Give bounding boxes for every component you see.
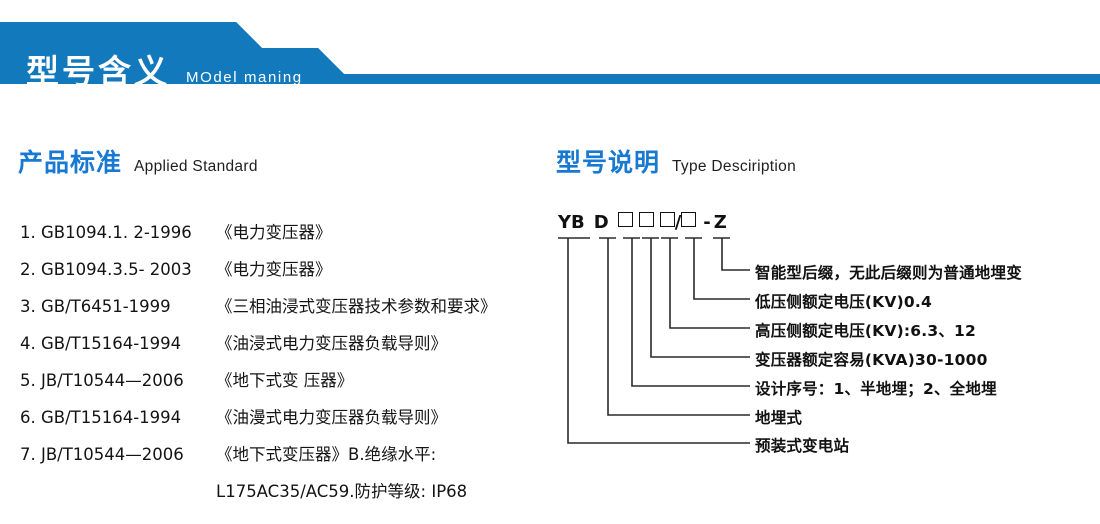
type-label-buried: 地埋式 — [755, 409, 803, 427]
standard-code: 4. GB/T15164-1994 — [20, 334, 182, 353]
section-heading-type-cn: 型号说明 — [556, 148, 661, 177]
standard-code: 2. GB1094.3.5- 2003 — [20, 260, 192, 279]
list-item: 6. GB/T15164-1994 《油漫式电力变压器负载导则》 — [20, 399, 560, 436]
code-part-dash: - — [703, 212, 711, 233]
section-heading-standard-cn: 产品标准 — [18, 148, 123, 177]
type-label-capacity: 变压器额定容易(KVA)30-1000 — [755, 351, 988, 369]
list-item: 4. GB/T15164-1994 《油浸式电力变压器负载导则》 — [20, 325, 560, 362]
list-item: 3. GB/T6451-1999 《三相油浸式变压器技术参数和要求》 — [20, 288, 560, 325]
section-heading-standard-en: Applied Standard — [134, 158, 258, 175]
standard-title: 《三相油浸式变压器技术参数和要求》 — [216, 297, 497, 316]
page-banner: 型号含义 MOdel maning — [0, 22, 1100, 91]
type-label-substation: 预装式变电站 — [755, 437, 850, 455]
list-item: 2. GB1094.3.5- 2003 《电力变压器》 — [20, 251, 560, 288]
type-code-string: YB D /-Z — [558, 212, 727, 233]
type-label-suffix: 智能型后缀，无此后缀则为普通地埋变 — [755, 264, 1022, 282]
standard-title: 《地下式变压器》B.绝缘水平: — [216, 445, 437, 464]
code-box-3 — [659, 212, 675, 227]
type-label-design-number: 设计序号：1、半地埋；2、全地埋 — [755, 380, 997, 398]
list-item: 7. JB/T10544—2006 《地下式变压器》B.绝缘水平: — [20, 436, 560, 473]
code-part-yb: YB — [558, 212, 585, 233]
code-part-slash: / — [674, 212, 682, 233]
code-part-z: Z — [713, 212, 727, 233]
standard-code: 1. GB1094.1. 2-1996 — [20, 223, 192, 242]
section-heading-standard: 产品标准 Applied Standard — [18, 143, 258, 179]
standard-title: 《电力变压器》 — [216, 223, 332, 242]
type-label-lv-voltage: 低压侧额定电压(KV)0.4 — [755, 293, 932, 311]
standard-code: 6. GB/T15164-1994 — [20, 408, 182, 427]
banner-shape — [0, 22, 1100, 84]
banner-subtitle: MOdel maning — [186, 69, 303, 86]
standard-title: 《油浸式电力变压器负载导则》 — [216, 334, 447, 353]
banner-title: 型号含义 — [26, 52, 170, 91]
type-label-hv-voltage: 高压侧额定电压(KV):6.3、12 — [755, 322, 977, 340]
standard-code-empty — [20, 473, 216, 510]
standard-code: 3. GB/T6451-1999 — [20, 297, 171, 316]
standard-title: 《地下式变 压器》 — [216, 371, 354, 390]
section-heading-type: 型号说明 Type Desciription — [556, 143, 796, 179]
list-item: 5. JB/T10544—2006 《地下式变 压器》 — [20, 362, 560, 399]
standard-title: L175AC35/AC59.防护等级: IP68 — [216, 482, 468, 501]
leader-lines — [558, 237, 750, 444]
standard-title: 《电力变压器》 — [216, 260, 332, 279]
code-box-2 — [638, 212, 654, 227]
standard-code: 5. JB/T10544—2006 — [20, 371, 184, 390]
code-part-d: D — [593, 212, 609, 233]
standard-title: 《油漫式电力变压器负载导则》 — [216, 408, 447, 427]
standard-code: 7. JB/T10544—2006 — [20, 445, 184, 464]
code-box-4 — [681, 212, 697, 227]
code-box-1 — [617, 212, 633, 227]
list-item: 1. GB1094.1. 2-1996 《电力变压器》 — [20, 214, 560, 251]
list-item-continuation: L175AC35/AC59.防护等级: IP68 — [20, 473, 560, 510]
section-heading-type-en: Type Desciription — [672, 158, 796, 175]
standards-list: 1. GB1094.1. 2-1996 《电力变压器》 2. GB1094.3.… — [20, 214, 560, 510]
